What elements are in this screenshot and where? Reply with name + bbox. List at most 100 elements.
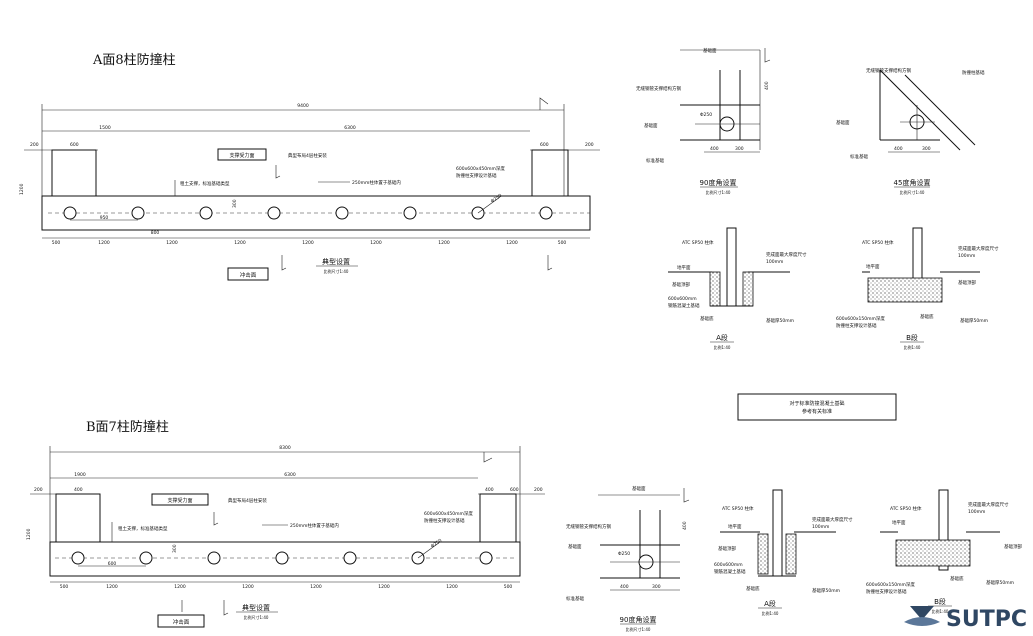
lbl-note-90a: 无缝钢管支撑结构方钢	[636, 85, 681, 92]
dim-bottom-a: 500	[558, 240, 567, 246]
dim-top-b-1: 1900	[74, 472, 86, 478]
dim-total-b: 8300	[279, 445, 291, 451]
section-marker	[764, 48, 771, 63]
caption-sab: A段	[764, 599, 776, 608]
concrete-fill	[785, 533, 797, 575]
lbl-base-90b: 基础面	[568, 543, 582, 550]
concrete-fill	[757, 533, 769, 575]
post-circle	[139, 551, 153, 565]
lbl-right-45: 防撞柱基础	[962, 69, 985, 76]
dim-right-b-1: 400	[485, 487, 494, 493]
dim-left-a-1: 200	[30, 142, 39, 148]
bottom-sab: 基础底	[746, 585, 760, 592]
post-label-sbt: ATC SP50 柱体	[862, 239, 894, 246]
post-circle	[343, 551, 357, 565]
dim-height-b: 1200	[26, 528, 32, 540]
note-box: 对于标准防撞混凝土基础 参考有关标准	[737, 393, 897, 421]
ground-sab: 地平面	[728, 523, 742, 530]
ground-sbt: 地平面	[866, 263, 880, 270]
section-a-top: ATC SP50 柱体 地平面 完成面最大厚度尺寸 100mm 基础顶部 600…	[668, 227, 807, 350]
fdn2-sbb: 防撞柱支撑设计基础	[866, 588, 907, 595]
scale-a: 比例尺寸1:40	[324, 268, 349, 274]
note-r-sab: 完成面最大厚度尺寸	[812, 516, 853, 523]
dim-depth-b: 300	[172, 544, 178, 553]
dim-bottom-b: 1200	[106, 584, 118, 590]
section-marker	[547, 255, 553, 271]
scale-b: 比例尺寸1:40	[244, 614, 269, 620]
dim-bottom-a: 500	[52, 240, 61, 246]
dim-bottom-a: 1200	[506, 240, 518, 246]
post-circle	[275, 551, 289, 565]
caption-a: 典型设置	[322, 257, 350, 266]
note-line-1: 对于标准防撞混凝土基础	[789, 400, 844, 407]
post-circle	[207, 551, 221, 565]
dim-right-a-1: 600	[540, 142, 549, 148]
dim-90b: Φ250	[618, 551, 630, 557]
dim-bottom-b: 1200	[446, 584, 458, 590]
fdn1-sbb: 600x600x150mm深度	[866, 581, 915, 588]
dim-45: 400	[894, 146, 903, 152]
impact-face-b: 冲击面	[173, 618, 190, 626]
fill-label-sab: 基础顶部	[718, 545, 736, 552]
post-circle	[131, 206, 145, 220]
dim-90a: 400	[710, 146, 719, 152]
note-r-sbt: 完成面最大厚度尺寸	[958, 245, 999, 252]
post-circle	[71, 551, 85, 565]
dim-total-a: 9400	[297, 103, 309, 109]
post-circle	[539, 206, 553, 220]
post-circle	[479, 551, 493, 565]
dim-45: 300	[922, 146, 931, 152]
post-circle	[335, 206, 349, 220]
note-right-b-2: 防撞柱支撑设计基础	[424, 517, 465, 524]
concrete-fill	[709, 271, 721, 307]
post-section	[938, 489, 949, 571]
post-circle	[403, 206, 417, 220]
detail-90-top: 基础面 无缝钢管支撑结构方钢 基础面 标准基础 400 300 Φ250 400…	[636, 47, 771, 195]
caption-b: 典型设置	[242, 603, 270, 612]
dim-90a: 300	[735, 146, 744, 152]
note-left-a: 租土支撑，标准基础类型	[180, 180, 230, 187]
note-r-sbb: 完成面最大厚度尺寸	[968, 501, 1009, 508]
lbl-top-90a: 基础面	[703, 47, 717, 54]
dim-bottom-b: 1200	[310, 584, 322, 590]
ground-sbb: 地平面	[892, 519, 906, 526]
detail-90-bottom: 基础面 无缝钢管支撑结构方钢 基础面 标准基础 400 300 Φ250 400…	[566, 485, 690, 632]
bottom-sat: 基础底	[700, 315, 714, 322]
brand-mark-icon	[910, 606, 934, 620]
post-circle	[267, 206, 281, 220]
fill-label-sbt: 基础顶部	[958, 279, 976, 286]
lbl-top-90b: 基础面	[632, 485, 646, 492]
post-label-sat: ATC SP50 柱体	[682, 239, 714, 246]
caption-sat: A段	[716, 333, 728, 342]
scale-sab: 比例1:40	[762, 610, 779, 616]
scale-sbb: 比例1:40	[932, 608, 949, 614]
posts-b	[71, 551, 493, 565]
dim-top-b-2: 6300	[284, 472, 296, 478]
scale-sbt: 比例1:40	[904, 344, 921, 350]
posts-a	[63, 206, 553, 220]
dim-left-b-1: 200	[34, 487, 43, 493]
fdn1-sab: 600x600mm	[714, 562, 743, 568]
section-marker	[213, 512, 219, 526]
section-b-top: ATC SP50 柱体 地平面 完成面最大厚度尺寸 100mm 基础顶部 600…	[836, 227, 999, 350]
dim-inner-a: 950	[100, 215, 109, 221]
post-label-sab: ATC SP50 柱体	[722, 505, 754, 512]
scale-45: 比例尺寸1:40	[900, 189, 925, 195]
note-r2-sbt: 100mm	[958, 253, 975, 259]
dim-bottom-a: 1200	[98, 240, 110, 246]
impact-face-box-b	[157, 614, 205, 628]
dim-right-a-2: 200	[585, 142, 594, 148]
plan-b: B面7柱防撞柱 8300 1900 6300 200 400 400 600 2…	[26, 419, 545, 628]
caption-sbb: B段	[934, 597, 946, 606]
section-marker	[683, 488, 690, 503]
dim-bottom-b: 500	[504, 584, 513, 590]
dim-dia-b: Φ250	[430, 538, 443, 550]
impact-face-a: 冲击面	[240, 271, 257, 279]
dim-bottom-b: 1200	[174, 584, 186, 590]
note-r2-sat: 100mm	[766, 259, 783, 265]
note-r2-sbb: 100mm	[968, 509, 985, 515]
dim-bottom-b: 1200	[378, 584, 390, 590]
impact-face-box-a	[227, 267, 269, 281]
post-section	[772, 489, 783, 577]
caption-sbt: B段	[906, 333, 918, 342]
